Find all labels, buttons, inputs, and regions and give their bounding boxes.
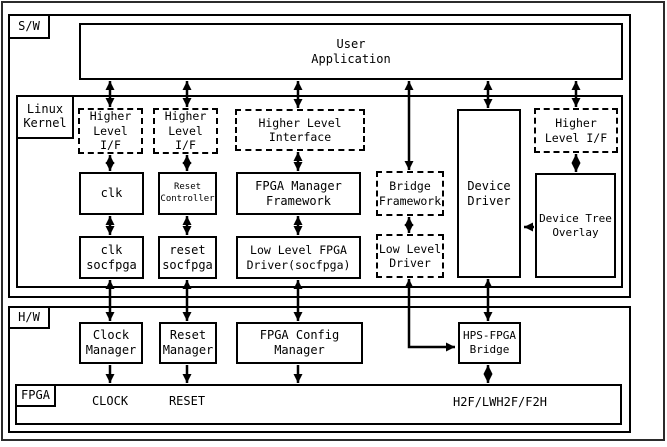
linux-kernel-section-box <box>16 95 623 288</box>
node-device-driver: Device Driver <box>457 109 521 278</box>
hw-section-box <box>8 306 631 433</box>
node-bridge-framework: Bridge Framework <box>376 171 444 216</box>
node-low-level-fpga-driver: Low Level FPGA Driver(socfpga) <box>236 236 361 279</box>
node-higher-level-if-clk: Higher Level I/F <box>78 108 143 154</box>
node-higher-level-interface: Higher Level Interface <box>235 109 365 151</box>
node-clk-socfpga: clk socfpga <box>79 236 144 279</box>
node-low-level-driver: Low Level Driver <box>376 234 444 278</box>
fpga-signal-reset: RESET <box>168 394 206 408</box>
node-hps-fpga-bridge: HPS-FPGA Bridge <box>458 322 521 364</box>
node-higher-level-if-device: Higher Level I/F <box>534 108 618 153</box>
node-reset-controller: Reset Controller <box>158 172 217 215</box>
node-reset-manager: Reset Manager <box>159 322 217 364</box>
hw-section-label: H/W <box>8 306 50 329</box>
fpga-signal-clock: CLOCK <box>91 394 129 408</box>
node-fpga-config-manager: FPGA Config Manager <box>236 322 363 364</box>
node-user-application: User Application <box>79 23 623 80</box>
node-reset-socfpga: reset socfpga <box>158 236 217 279</box>
fpga-signal-bridge-bus: H2F/LWH2F/F2H <box>453 395 547 409</box>
node-clock-manager: Clock Manager <box>79 322 143 364</box>
node-device-tree-overlay: Device Tree Overlay <box>535 173 616 278</box>
node-fpga-manager-framework: FPGA Manager Framework <box>236 172 361 215</box>
sw-section-box <box>8 14 631 298</box>
fpga-section-label: FPGA <box>15 384 56 407</box>
linux-kernel-section-label: Linux Kernel <box>16 95 74 139</box>
outer-frame <box>1 1 665 441</box>
sw-section-label: S/W <box>8 14 50 39</box>
node-higher-level-if-reset: Higher Level I/F <box>153 108 218 154</box>
node-clk: clk <box>79 172 144 215</box>
